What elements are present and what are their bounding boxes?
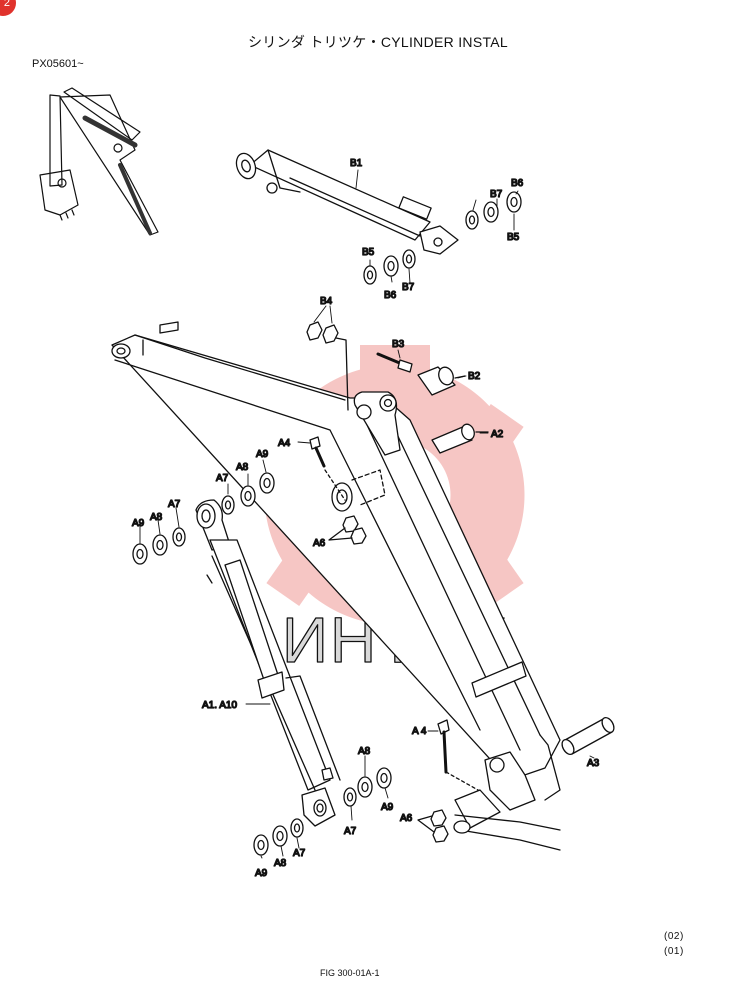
label-a7-4: A7 [293, 848, 306, 859]
cylinder-b1 [235, 149, 459, 255]
washer-group-a-3 [343, 767, 392, 807]
label-b3: B3 [392, 339, 405, 350]
page-title: シリンダ トリツケ・CYLINDER INSTAL [247, 34, 509, 50]
label-a6-upper: A6 [313, 538, 326, 549]
bolt-a4-lower [437, 719, 479, 791]
label-b7-upper: B7 [490, 189, 503, 200]
thumbnail-excavator-icon [39, 87, 159, 236]
label-a8-3: A8 [358, 746, 371, 757]
revision-code-1: (02) [664, 931, 684, 942]
leader-lines [139, 169, 595, 859]
pin-a3 [561, 716, 615, 756]
washer-group-b-upper [465, 191, 522, 230]
washer-group-a-2 [132, 527, 186, 565]
figure-number: FIG 300-01A-1 [320, 968, 380, 978]
label-b5-lower: B5 [362, 247, 375, 258]
label-b1: B1 [350, 158, 363, 169]
cylinder-a1 [195, 499, 341, 827]
bolt-b3 [376, 352, 413, 373]
label-a7-3: A7 [344, 826, 357, 837]
label-b7-lower: B7 [402, 282, 415, 293]
nut-b4 [306, 321, 349, 411]
page-badge: 2 [0, 0, 16, 16]
label-a8-4: A8 [274, 858, 287, 869]
label-a1-a10: A1. A10 [202, 700, 237, 711]
label-b5-upper: B5 [507, 232, 520, 243]
pin-a2 [431, 423, 489, 454]
label-a9-4: A9 [255, 868, 268, 879]
label-a4-upper: A4 [278, 438, 291, 449]
revision-code-2: (01) [664, 946, 684, 957]
label-b4: B4 [320, 296, 333, 307]
label-a8-2: A8 [150, 512, 163, 523]
label-a7-2: A7 [168, 499, 181, 510]
label-a2: A2 [491, 429, 504, 440]
serial-range: PX05601~ [32, 58, 84, 70]
washer-group-b-lower [363, 249, 416, 285]
label-a9-2: A9 [132, 518, 145, 529]
label-a4-lower: A 4 [412, 726, 427, 737]
washer-group-a-4 [253, 818, 304, 856]
pin-b2 [417, 366, 466, 396]
arm-structure [111, 321, 561, 851]
nut-a6-upper [328, 515, 367, 545]
label-a9-3: A9 [381, 802, 394, 813]
label-b6-upper: B6 [511, 178, 524, 189]
label-a7-1: A7 [216, 473, 229, 484]
label-b2: B2 [468, 371, 481, 382]
label-a6-lower: A6 [400, 813, 413, 824]
label-b6-lower: B6 [384, 290, 397, 301]
label-a8-1: A8 [236, 462, 249, 473]
bolt-a4-upper [309, 436, 346, 501]
nut-a6-lower [417, 809, 449, 843]
label-a3: A3 [587, 758, 600, 769]
washer-group-a-1 [221, 472, 275, 515]
label-a9-1: A9 [256, 449, 269, 460]
